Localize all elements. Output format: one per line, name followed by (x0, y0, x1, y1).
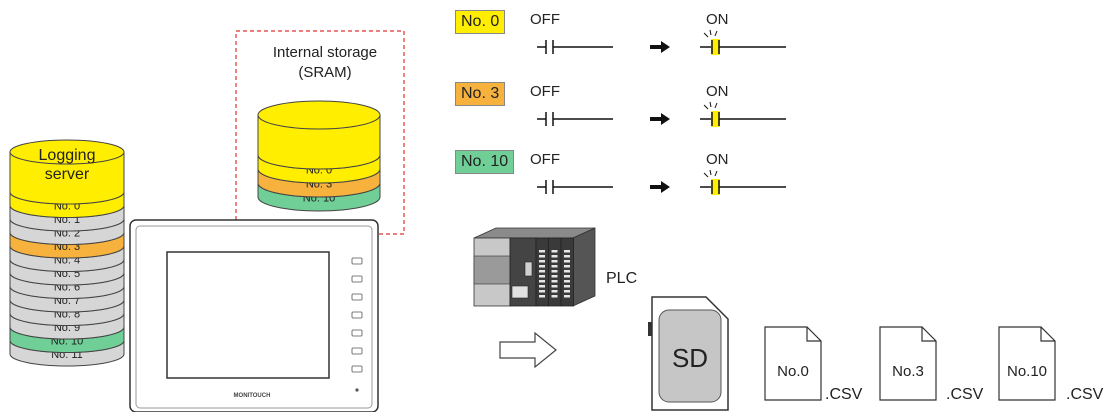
logging-server-title: Logging (39, 147, 96, 164)
hmi-side-key (351, 365, 363, 373)
hmi-side-key (351, 347, 363, 355)
contact-on-highlight (711, 39, 720, 55)
plc-io-terminal (564, 275, 570, 278)
contact-on-spark (703, 104, 709, 110)
plc-io-terminal (539, 280, 545, 283)
plc-io-terminal (539, 260, 545, 263)
plc-io-terminal (564, 265, 570, 268)
file-ext-no10: .CSV (1066, 386, 1104, 403)
save-arrow (499, 331, 557, 369)
plc-io-terminal (564, 250, 570, 253)
logging-server-top-body (9, 151, 125, 205)
trigger-on-label: ON (706, 151, 729, 168)
trigger-tag-no3: No. 3 (455, 82, 506, 106)
plc-io-terminal (564, 260, 570, 263)
internal-storage-subtitle: (SRAM) (298, 64, 352, 81)
csv-file-icon (879, 326, 937, 401)
plc-io-terminal (539, 265, 545, 268)
plc-io-terminal (564, 270, 570, 273)
sd-card-label-area (658, 309, 722, 403)
hmi-side-key (351, 257, 363, 265)
plc-power-panel (473, 255, 511, 285)
plc-io-terminal (551, 285, 558, 288)
trigger-tag-no0: No. 0 (455, 10, 506, 34)
plc-io-terminal (551, 290, 558, 293)
trigger-off-label: OFF (530, 151, 560, 168)
trigger-off-label: OFF (530, 83, 560, 100)
csv-file-fold (806, 327, 821, 342)
contact-on-spark (703, 32, 709, 38)
plc-io-terminal (551, 275, 558, 278)
plc-io-terminal (539, 275, 545, 278)
hmi-side-key (351, 275, 363, 283)
hmi-brand-label: MONITOUCH (234, 393, 271, 399)
plc-io-terminal (539, 290, 545, 293)
trigger-on-label: ON (706, 11, 729, 28)
contact-on-spark (709, 169, 712, 176)
trigger-tag-no10: No. 10 (455, 150, 515, 174)
logging-server-top-cap (9, 139, 125, 165)
contact-on-spark (709, 29, 712, 36)
plc-io-terminal (551, 295, 558, 298)
contact-on-spark (703, 172, 709, 178)
csv-file-fold (1040, 327, 1055, 342)
plc-io-terminal (551, 260, 558, 263)
file-ext-no0: .CSV (825, 386, 863, 403)
plc-io-terminal (539, 285, 545, 288)
csv-file-icon (764, 326, 822, 401)
plc-io-terminal (551, 270, 558, 273)
contact-on-spark (714, 170, 718, 177)
trigger-on-label: ON (706, 83, 729, 100)
file-ext-no3: .CSV (946, 386, 984, 403)
sram-top-cap (257, 100, 381, 130)
transition-arrow (650, 41, 670, 53)
plc-rack (473, 227, 596, 307)
hmi-bezel (135, 225, 373, 409)
plc-io-terminal (564, 290, 570, 293)
csv-file-name: No.10 (1007, 363, 1047, 380)
hmi-screen (166, 251, 330, 379)
transition-arrow (650, 181, 670, 193)
sd-card-label: SD (672, 343, 708, 373)
plc-label: PLC (606, 270, 638, 287)
plc-io-terminal (539, 255, 545, 258)
hmi-side-key (351, 311, 363, 319)
transition-arrow (650, 113, 670, 125)
plc-io-terminal (564, 280, 570, 283)
plc-io-terminal (564, 285, 570, 288)
plc-io-terminal (539, 295, 545, 298)
contact-on-spark (714, 102, 718, 109)
contact-on-spark (714, 30, 718, 37)
hmi-side-key (351, 329, 363, 337)
plc-io-terminal (551, 255, 558, 258)
csv-file-fold (921, 327, 936, 342)
csv-file-name: No.0 (777, 363, 809, 380)
contact-on-spark (709, 101, 712, 108)
contact-on-highlight (711, 179, 720, 195)
sd-card-notch (648, 322, 652, 336)
plc-io-terminal (551, 265, 558, 268)
internal-storage-title: Internal storage (272, 44, 378, 61)
plc-io-terminal (564, 295, 570, 298)
hmi-led (355, 388, 359, 392)
plc-io-terminal (539, 250, 545, 253)
trigger-off-label: OFF (530, 11, 560, 28)
plc-io-terminal (539, 270, 545, 273)
plc-cpu-port (524, 261, 533, 277)
plc-side (572, 227, 596, 307)
contact-on-highlight (711, 111, 720, 127)
sram-top-body (257, 114, 381, 170)
plc-cpu-terminal (511, 285, 529, 299)
csv-file-name: No.3 (892, 363, 924, 380)
hmi-side-key (351, 293, 363, 301)
plc-io-terminal (551, 250, 558, 253)
plc-io-terminal (564, 255, 570, 258)
logging-server-subtitle: server (45, 166, 90, 183)
plc-io-terminal (551, 280, 558, 283)
csv-file-icon (998, 326, 1056, 401)
